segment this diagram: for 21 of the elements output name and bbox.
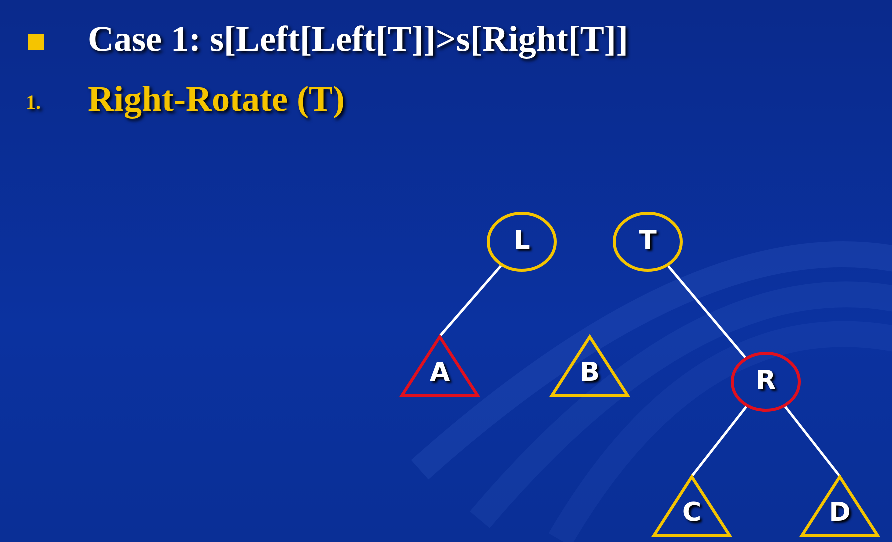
- subtree-triangle: [400, 334, 480, 398]
- list-number: 1.: [26, 92, 41, 115]
- tree-node-circle: [731, 352, 801, 412]
- subtree-triangle: [800, 474, 880, 538]
- tree-node-circle: [487, 212, 557, 272]
- tree-edge: [784, 406, 841, 478]
- node-label: A: [428, 358, 452, 388]
- node-label: R: [754, 366, 778, 396]
- node-label: C: [681, 498, 703, 528]
- node-label: T: [638, 226, 658, 256]
- node-label: B: [579, 358, 601, 388]
- list-item-text: Right-Rotate (T): [88, 78, 345, 120]
- subtree-triangle: [652, 474, 732, 538]
- slide-title: Case 1: s[Left[Left[T]]>s[Right[T]]: [88, 18, 628, 60]
- tree-node-circle: [613, 212, 683, 272]
- subtree-triangle: [550, 334, 630, 398]
- tree-edge: [668, 266, 746, 358]
- tree-edge: [439, 265, 502, 338]
- tree-edge: [691, 406, 748, 478]
- node-label: L: [512, 226, 532, 256]
- node-label: D: [828, 498, 852, 528]
